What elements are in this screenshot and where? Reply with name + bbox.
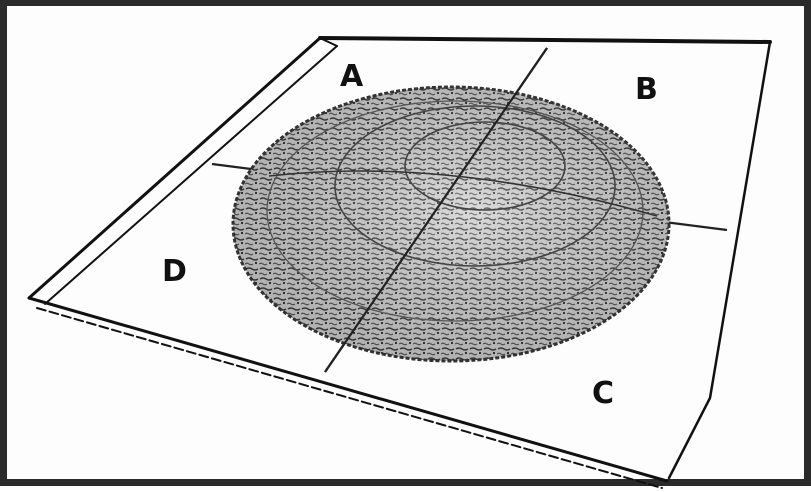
mound: [233, 48, 669, 372]
quadrant-label-d: D: [162, 254, 187, 289]
quadrat-diagram: A B C D: [7, 6, 811, 492]
quadrant-label-b: B: [635, 72, 658, 107]
quadrant-label-c: C: [592, 376, 614, 411]
quadrant-label-a: A: [340, 59, 364, 94]
